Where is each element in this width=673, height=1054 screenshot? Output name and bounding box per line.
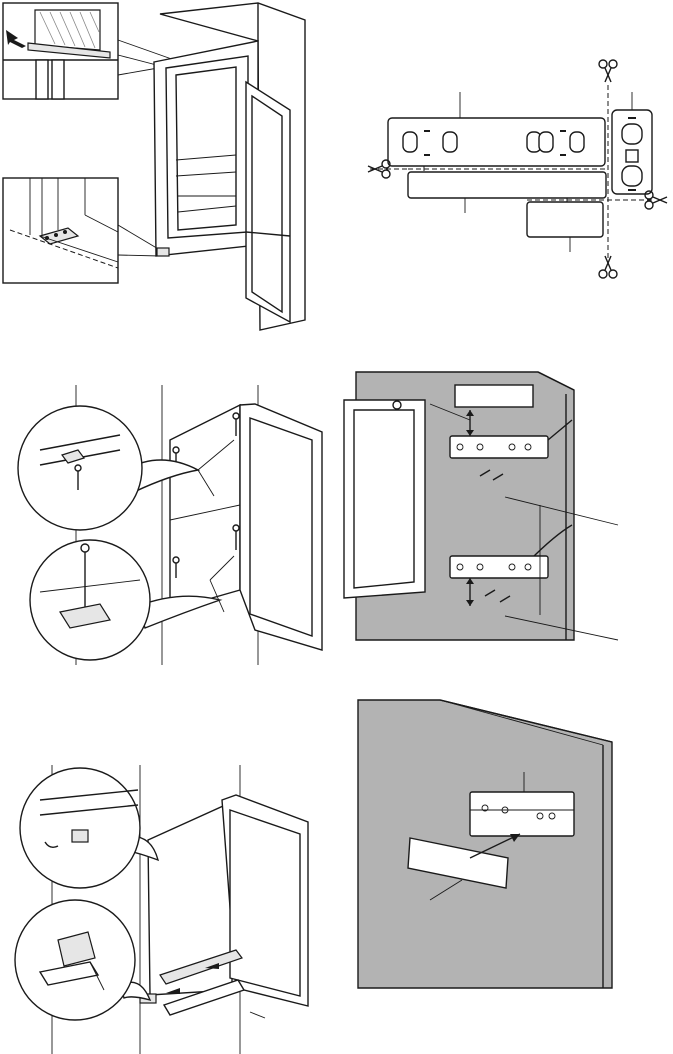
inset-bottom-hinge [3,178,118,283]
fig-cut-template [368,60,667,278]
fig-bottom-clips [15,765,308,1054]
scissors-icon [599,60,617,82]
mounting-bracket [450,436,548,458]
fig-cabinet-fitting [3,3,305,330]
fig-door-label-place [358,700,612,988]
mounting-bracket [470,792,574,836]
fig-door-brackets [344,372,618,640]
inset-top-seal [3,3,118,99]
mounting-bracket [450,556,548,578]
scissors-icon [599,256,617,278]
fig-screw-hinges [18,385,322,665]
